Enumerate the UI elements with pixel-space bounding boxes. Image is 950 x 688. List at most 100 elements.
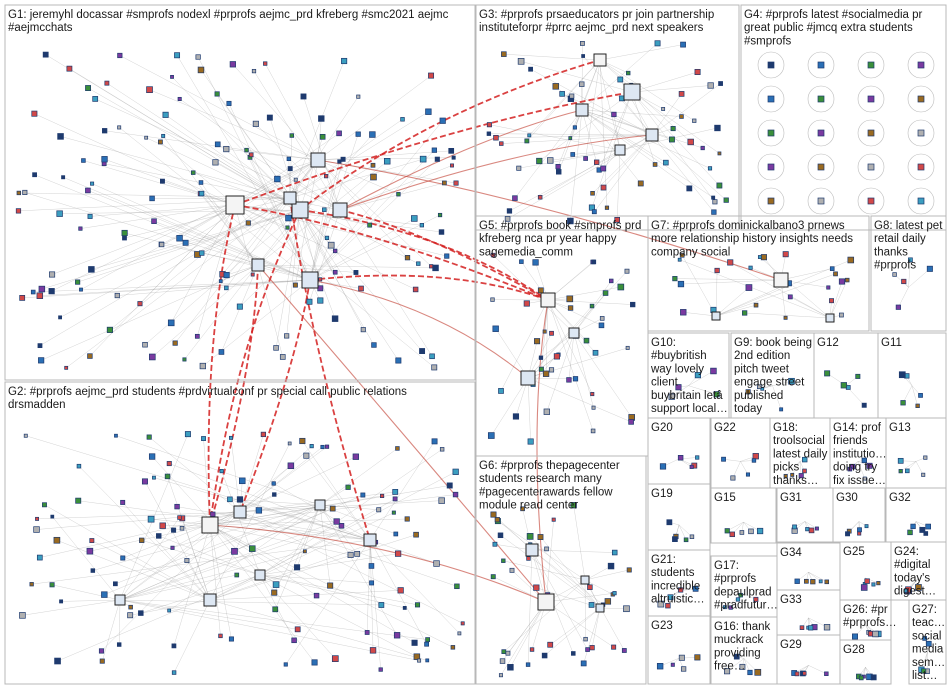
graph-node[interactable] (228, 636, 234, 642)
graph-node[interactable] (767, 129, 775, 137)
graph-node[interactable] (78, 226, 83, 231)
graph-node[interactable] (162, 111, 169, 118)
graph-node[interactable] (824, 579, 830, 585)
graph-node[interactable] (656, 663, 664, 670)
graph-node[interactable] (120, 555, 126, 561)
graph-node[interactable] (486, 122, 492, 128)
graph-node[interactable] (692, 118, 697, 123)
graph-node[interactable] (680, 666, 687, 672)
graph-node[interactable] (425, 658, 430, 663)
graph-node[interactable] (322, 207, 327, 212)
graph-node[interactable] (432, 264, 439, 272)
graph-node[interactable] (668, 393, 675, 400)
graph-node[interactable] (236, 303, 243, 310)
graph-node[interactable] (669, 136, 675, 143)
graph-node[interactable] (345, 484, 351, 490)
graph-node[interactable] (549, 330, 554, 336)
graph-node[interactable] (826, 285, 831, 290)
graph-node[interactable] (184, 558, 190, 564)
graph-node[interactable] (910, 523, 916, 530)
graph-node[interactable] (717, 151, 722, 156)
graph-node[interactable] (197, 66, 205, 74)
graph-node[interactable] (534, 338, 541, 345)
graph-node[interactable] (580, 41, 585, 46)
graph-node[interactable] (442, 180, 447, 186)
graph-node[interactable] (808, 625, 814, 631)
graph-node[interactable] (214, 91, 220, 97)
graph-node[interactable] (198, 180, 204, 185)
graph-node[interactable] (320, 444, 325, 450)
graph-node[interactable] (87, 213, 93, 219)
hub-node[interactable] (537, 593, 555, 611)
graph-node[interactable] (170, 75, 174, 79)
graph-node[interactable] (855, 373, 861, 379)
graph-node[interactable] (504, 216, 511, 222)
graph-node[interactable] (745, 472, 751, 477)
hub-node[interactable] (203, 593, 217, 607)
graph-node[interactable] (279, 354, 286, 360)
graph-node[interactable] (713, 391, 720, 398)
graph-node[interactable] (90, 181, 95, 186)
hub-node[interactable] (363, 533, 377, 547)
graph-node[interactable] (602, 290, 609, 296)
graph-node[interactable] (555, 169, 562, 175)
graph-node[interactable] (808, 527, 815, 534)
hub-node[interactable] (251, 258, 265, 272)
graph-node[interactable] (490, 252, 496, 258)
graph-node[interactable] (864, 524, 869, 529)
graph-node[interactable] (104, 80, 110, 86)
graph-node[interactable] (340, 156, 346, 162)
graph-node[interactable] (33, 526, 40, 533)
graph-node[interactable] (457, 631, 462, 636)
hub-node[interactable] (525, 543, 539, 557)
graph-node[interactable] (167, 319, 175, 327)
graph-node[interactable] (223, 272, 230, 279)
graph-node[interactable] (499, 141, 504, 146)
graph-node[interactable] (146, 434, 152, 440)
graph-node[interactable] (864, 578, 870, 584)
graph-node[interactable] (925, 523, 931, 530)
graph-node[interactable] (678, 587, 684, 593)
graph-node[interactable] (338, 523, 345, 529)
graph-node[interactable] (31, 110, 38, 117)
graph-node[interactable] (923, 455, 928, 460)
graph-node[interactable] (177, 96, 182, 102)
graph-node[interactable] (293, 177, 298, 182)
graph-node[interactable] (917, 129, 925, 137)
graph-node[interactable] (368, 563, 375, 569)
graph-node[interactable] (285, 225, 290, 230)
graph-node[interactable] (512, 413, 520, 420)
graph-node[interactable] (728, 605, 733, 610)
graph-node[interactable] (861, 402, 867, 408)
graph-node[interactable] (590, 191, 595, 196)
graph-node[interactable] (434, 156, 440, 162)
graph-node[interactable] (677, 280, 685, 288)
graph-node[interactable] (370, 173, 377, 181)
graph-node[interactable] (689, 534, 695, 539)
graph-node[interactable] (507, 664, 514, 671)
graph-node[interactable] (490, 297, 495, 302)
graph-node[interactable] (376, 507, 382, 513)
graph-node[interactable] (170, 545, 175, 550)
graph-node[interactable] (99, 658, 105, 664)
graph-node[interactable] (580, 660, 587, 667)
graph-node[interactable] (166, 461, 172, 467)
graph-node[interactable] (585, 647, 590, 652)
graph-node[interactable] (75, 497, 82, 504)
graph-node[interactable] (66, 65, 73, 72)
graph-node[interactable] (845, 531, 851, 537)
graph-node[interactable] (286, 156, 291, 162)
graph-node[interactable] (567, 217, 574, 225)
graph-node[interactable] (626, 70, 631, 76)
graph-node[interactable] (151, 218, 157, 224)
graph-node[interactable] (898, 469, 903, 474)
hub-node[interactable] (773, 272, 789, 288)
graph-node[interactable] (652, 162, 658, 167)
graph-node[interactable] (49, 582, 55, 588)
graph-node[interactable] (32, 172, 37, 178)
graph-node[interactable] (581, 54, 586, 58)
graph-node[interactable] (824, 370, 831, 377)
graph-node[interactable] (850, 463, 856, 470)
graph-node[interactable] (611, 549, 618, 556)
graph-node[interactable] (526, 556, 531, 561)
